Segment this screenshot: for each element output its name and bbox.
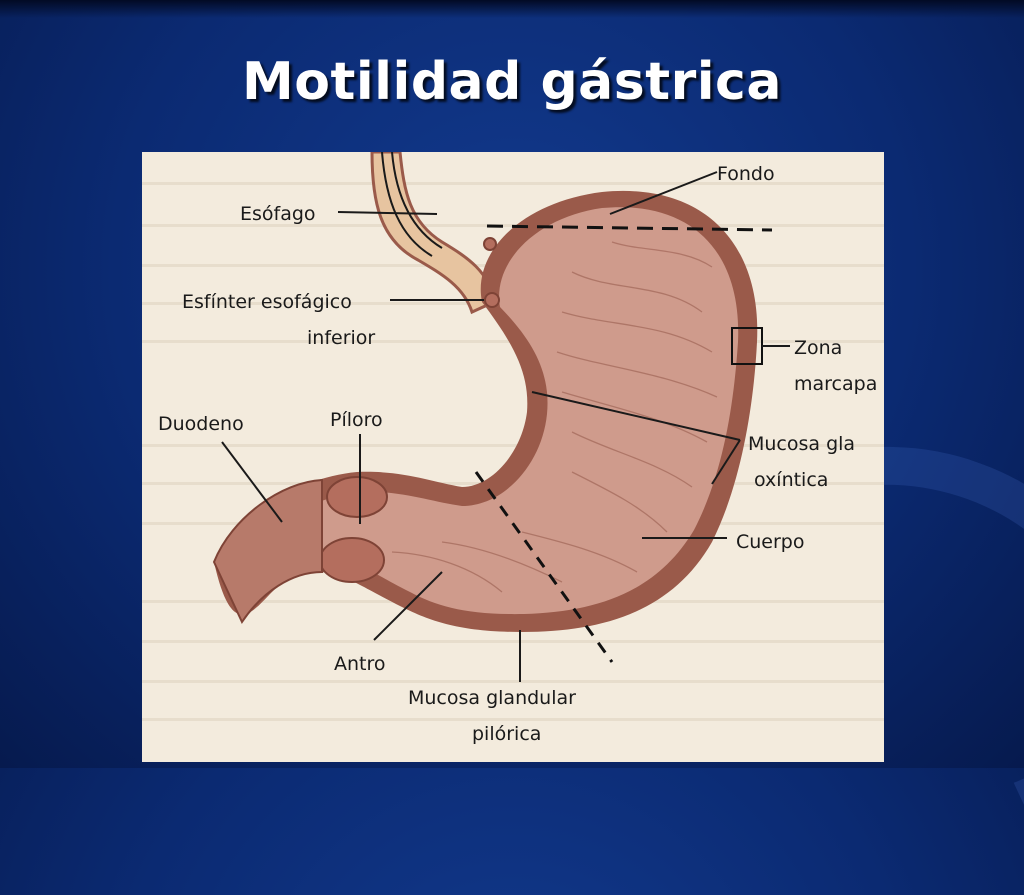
label-cuerpo: Cuerpo [736, 531, 805, 553]
label-esfinter-line1: Esfínter esofágico [182, 291, 352, 313]
fundus-dashed-line [486, 224, 773, 232]
label-fondo: Fondo [717, 163, 775, 185]
leader-lines [221, 171, 790, 682]
label-zona-line1: Zona [794, 337, 842, 359]
stomach-figure: Fondo Esófago Esfínter esofágico inferio… [142, 152, 884, 762]
label-mucosa-oxintica-line1: Mucosa gla [748, 433, 855, 455]
label-zona-line2: marcapa [794, 373, 877, 395]
esophagus [370, 152, 496, 315]
esophageal-ring [483, 237, 497, 251]
duodenum [212, 478, 323, 625]
pylorus-lower [319, 537, 385, 583]
label-mucosa-oxintica-line2: oxíntica [754, 469, 828, 491]
slide-title: Motilidad gástrica [242, 52, 782, 112]
top-dark-band [0, 0, 1024, 18]
label-duodeno: Duodeno [158, 413, 244, 435]
lower-esophageal-sphincter [484, 292, 500, 308]
stomach-diagram: Fondo Esófago Esfínter esofágico inferio… [142, 152, 884, 745]
label-piloro: Píloro [330, 409, 383, 431]
label-mucosa-pilorica-line2: pilórica [472, 723, 541, 745]
label-mucosa-pilorica-line1: Mucosa glandular [408, 687, 576, 709]
label-esofago: Esófago [240, 203, 316, 225]
label-esfinter-line2: inferior [307, 327, 375, 349]
pylorus-upper [326, 476, 388, 518]
antrum-dashed-line [474, 471, 614, 663]
label-antro: Antro [334, 653, 386, 675]
